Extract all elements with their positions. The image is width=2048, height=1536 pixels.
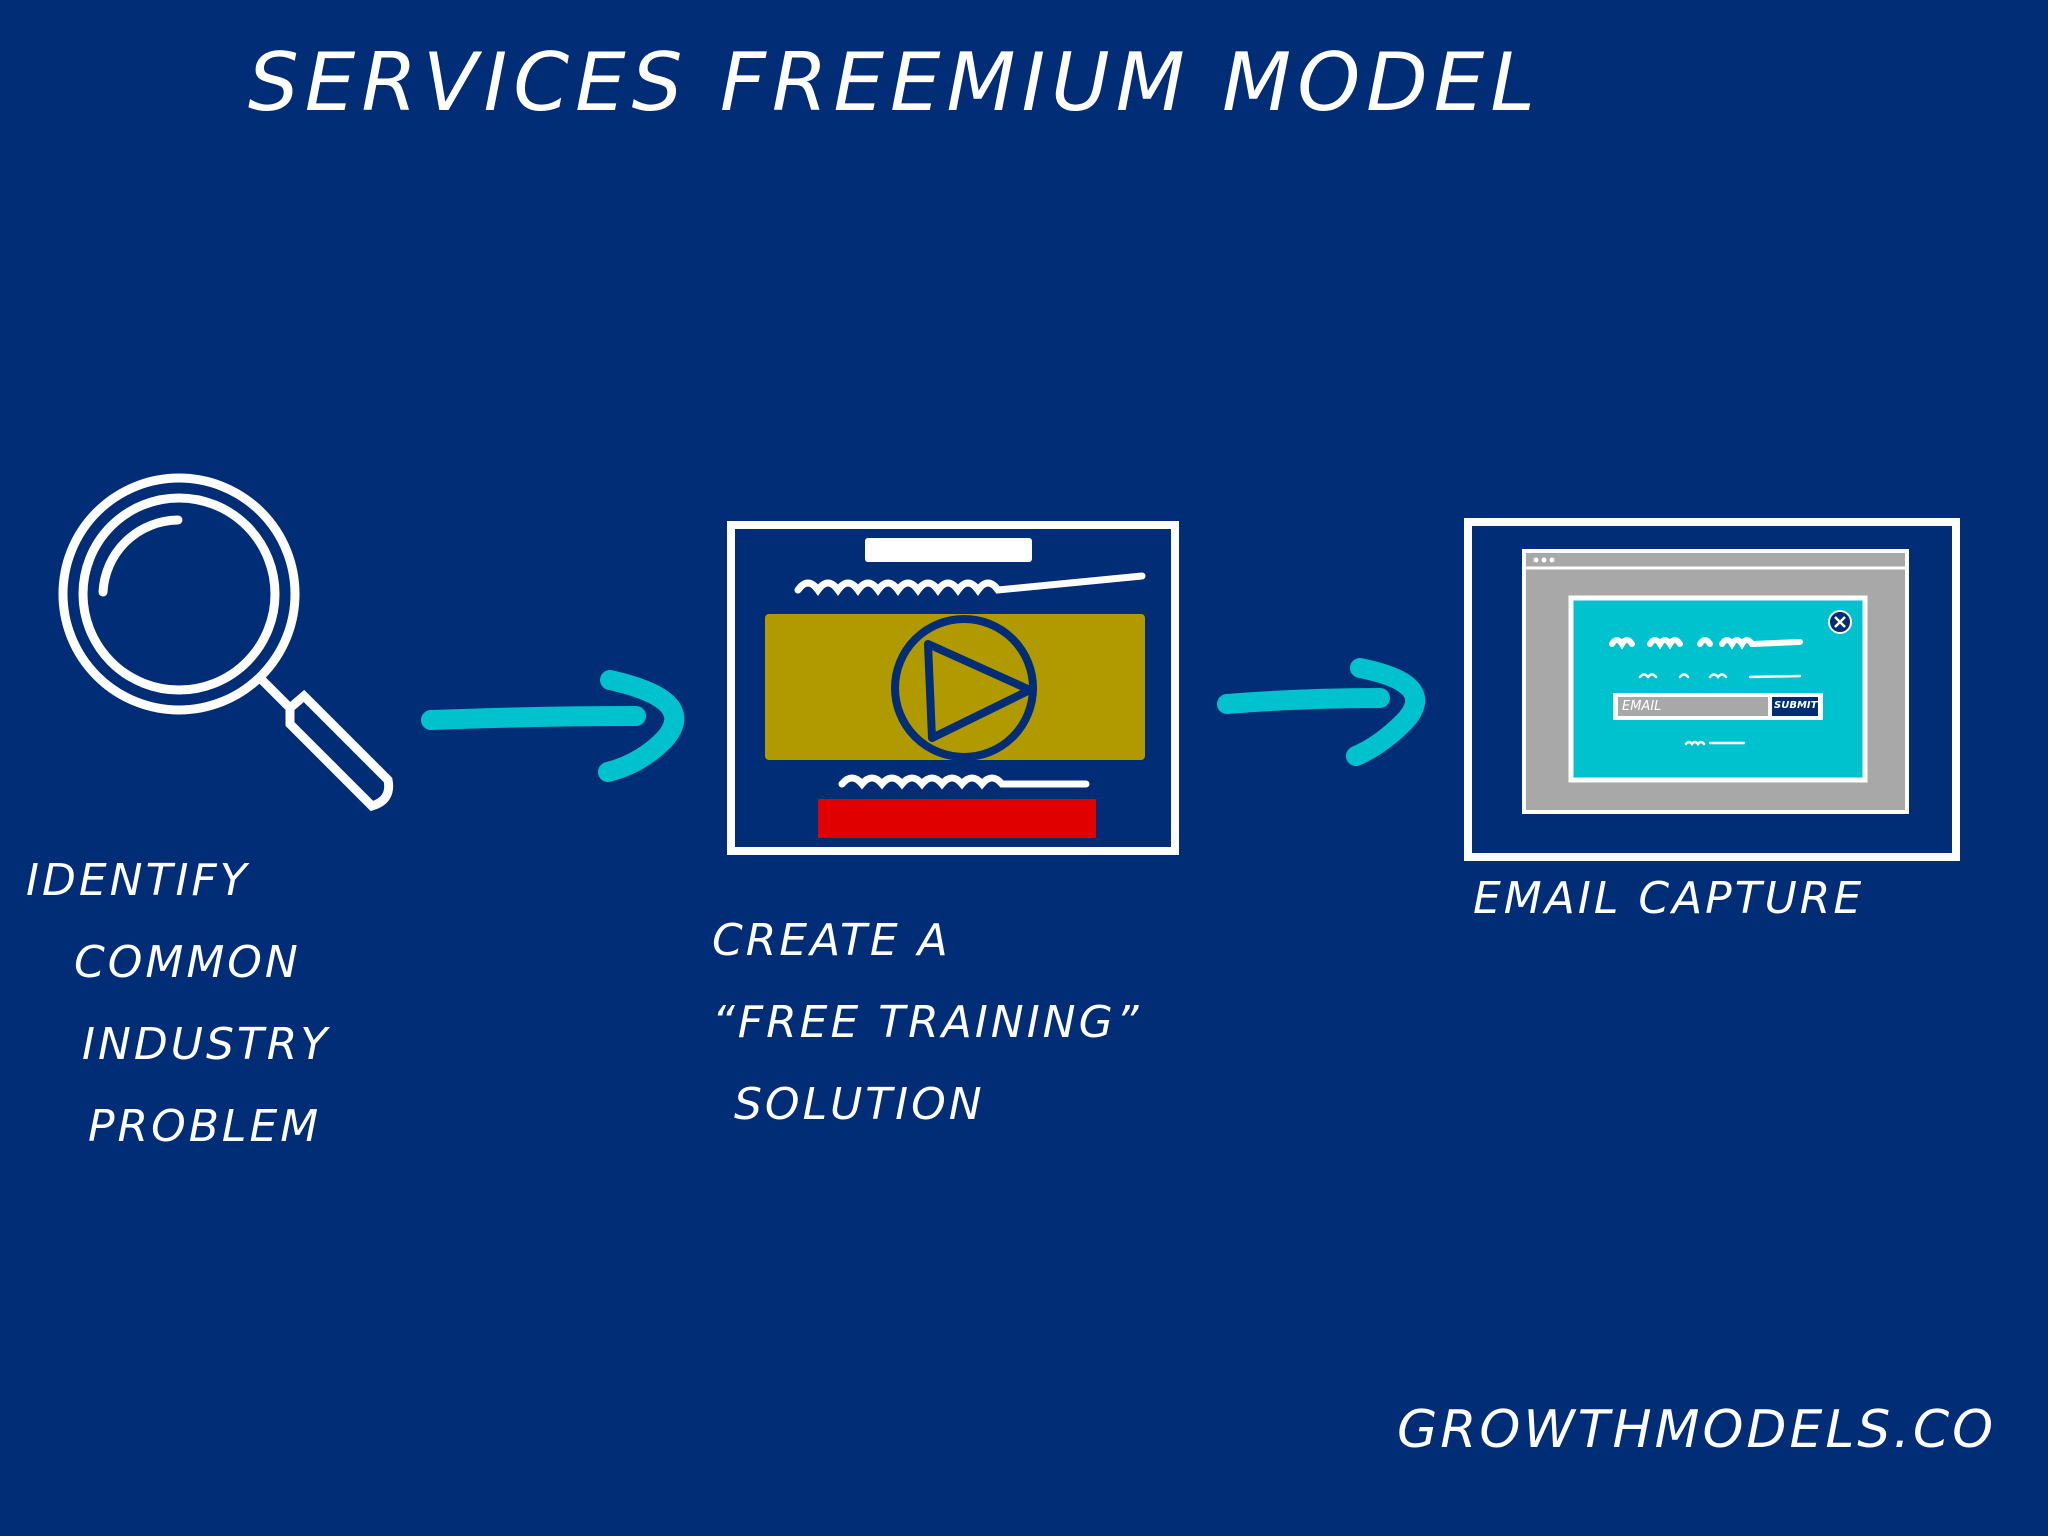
step-1-label: Identify Common Industry Problem (26, 840, 330, 1168)
step-3-label: Email Capture (1473, 858, 1864, 940)
cta-button-shape (818, 799, 1096, 838)
label-line: Identify (26, 855, 250, 906)
diagram-title: Services Freemium model (248, 36, 1541, 129)
label-line: “Free Training” (712, 997, 1142, 1048)
label-line: Problem (88, 1101, 322, 1152)
submit-button-shape (1772, 697, 1818, 716)
label-line: Solution (734, 1079, 985, 1130)
step-2-label: Create a “Free Training” Solution (712, 900, 1141, 1146)
label-line: Create a (712, 915, 951, 966)
play-icon (891, 615, 1037, 761)
email-popup-icon (1464, 518, 1960, 861)
label-line: Industry (82, 1019, 331, 1070)
label-line: Common (74, 937, 301, 988)
arrow-icon (1217, 658, 1426, 766)
email-input-shape (1618, 697, 1768, 716)
video-page-icon (727, 521, 1179, 855)
video-area (765, 614, 1145, 760)
label-line: Email Capture (1473, 873, 1865, 924)
arrow-icon (421, 670, 685, 782)
email-input-placeholder: Email (1622, 699, 1662, 714)
headline-bar (865, 538, 1032, 562)
submit-button-label: Submit (1774, 700, 1818, 711)
footer-brand: Growthmodels.co (1397, 1400, 1997, 1460)
magnifier-icon (58, 473, 394, 812)
